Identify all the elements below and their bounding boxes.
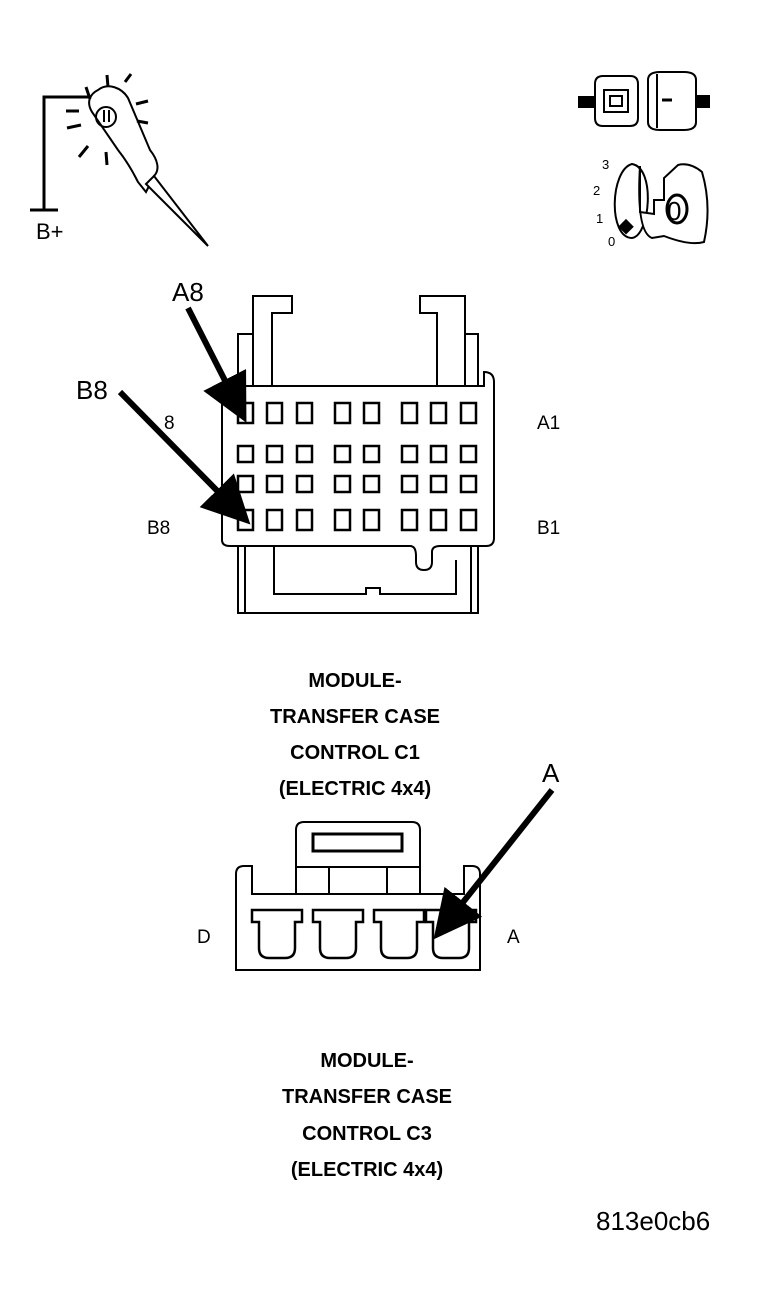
- ignition-position-2: 2: [593, 183, 600, 198]
- c3-pin-label-d: D: [197, 927, 211, 948]
- callout-arrow-a8: [185, 306, 247, 423]
- c3-caption-line-1: MODULE-: [320, 1050, 413, 1072]
- test-light-probe-icon: [30, 73, 209, 247]
- c1-pin-cavity: [400, 401, 419, 425]
- c1-pin-cavity: [362, 508, 381, 532]
- callout-b8-label: B8: [76, 375, 108, 405]
- c1-pin-cavity: [265, 401, 284, 425]
- c1-pin-cavity: [429, 444, 448, 464]
- callout-a-label: A: [542, 758, 560, 788]
- c1-pin-label-a1: A1: [537, 413, 560, 434]
- c1-pin-label-b8: B8: [147, 518, 170, 539]
- c1-pin-cavity: [459, 474, 478, 494]
- ignition-position-1: 1: [596, 211, 603, 226]
- probe-label: B+: [36, 219, 64, 244]
- c1-pin-cavity: [400, 444, 419, 464]
- c1-pin-cavity: [459, 401, 478, 425]
- connector-c1-body: [221, 295, 495, 614]
- c1-pin-cavity: [265, 444, 284, 464]
- c1-pin-cavity: [400, 508, 419, 532]
- c1-pin-cavity: [265, 474, 284, 494]
- c1-pin-cavity: [333, 474, 352, 494]
- c1-pin-cavity: [265, 508, 284, 532]
- c3-caption-line-4: (ELECTRIC 4x4): [291, 1159, 443, 1181]
- c3-caption-line-3: CONTROL C3: [302, 1123, 432, 1145]
- callout-a8-label: A8: [172, 277, 204, 307]
- c1-pin-cavity: [333, 444, 352, 464]
- c1-pin-cavity: [429, 474, 448, 494]
- ignition-key-icon: [613, 162, 709, 245]
- ignition-position-3: 3: [602, 157, 609, 172]
- c1-caption-line-1: MODULE-: [308, 670, 401, 692]
- c1-pin-cavity: [295, 474, 314, 494]
- c1-pin-cavity: [459, 508, 478, 532]
- connector-c1-pins: [236, 401, 478, 532]
- c3-pin-cavity: [372, 908, 426, 960]
- c1-pin-cavity: [362, 444, 381, 464]
- c1-pin-cavity: [333, 401, 352, 425]
- callout-arrow-a: [433, 788, 555, 940]
- connector-disconnect-icon: [578, 71, 710, 131]
- c1-pin-cavity: [333, 508, 352, 532]
- c1-pin-cavity: [429, 401, 448, 425]
- c1-pin-cavity: [400, 474, 419, 494]
- ignition-position-0: 0: [608, 234, 615, 249]
- c1-pin-cavity: [295, 508, 314, 532]
- c1-pin-cavity: [362, 401, 381, 425]
- c3-pin-label-a: A: [507, 927, 520, 948]
- c1-caption-line-2: TRANSFER CASE: [270, 706, 440, 728]
- c1-pin-label-b1: B1: [537, 518, 560, 539]
- c1-caption-line-3: CONTROL C1: [290, 742, 420, 764]
- ignition-key-letter: 0: [667, 196, 681, 226]
- c3-caption-line-2: TRANSFER CASE: [282, 1086, 452, 1108]
- c1-caption-line-4: (ELECTRIC 4x4): [279, 778, 431, 800]
- c1-pin-cavity: [236, 444, 255, 464]
- c1-pin-cavity: [362, 474, 381, 494]
- connector-c3-pins: [250, 908, 478, 960]
- c1-pin-cavity: [295, 444, 314, 464]
- c1-pin-cavity: [295, 401, 314, 425]
- callout-arrow-b8: [117, 389, 251, 525]
- figure-id: 813e0cb6: [596, 1206, 710, 1236]
- c1-pin-cavity: [236, 474, 255, 494]
- c1-pin-cavity: [459, 444, 478, 464]
- c3-pin-cavity: [250, 908, 304, 960]
- c1-pin-label-left-top: 8: [164, 413, 175, 434]
- c3-pin-cavity: [311, 908, 365, 960]
- c1-pin-cavity: [429, 508, 448, 532]
